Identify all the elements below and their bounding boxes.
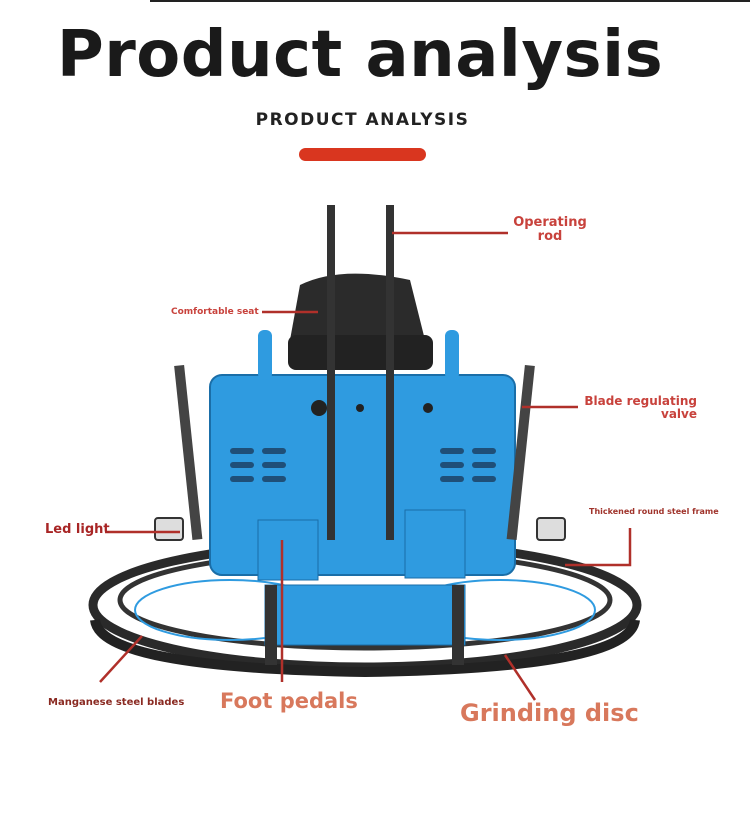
top-divider [150, 0, 750, 2]
right-operating-rod [386, 205, 394, 540]
page-subtitle: PRODUCT ANALYSIS [255, 110, 470, 130]
label-foot-pedals: Foot pedals [220, 689, 358, 713]
right-pedal [404, 509, 466, 579]
front-bumper [264, 584, 466, 646]
label-thickened-frame: Thickened round steel frame [589, 507, 719, 516]
left-valve-rod [174, 364, 203, 541]
left-pedal [257, 519, 319, 581]
right-valve-rod [506, 364, 535, 541]
left-operating-rod [327, 205, 335, 540]
label-led-light: Led light [45, 522, 110, 537]
label-blade-regulating-valve: Blade regulating valve [584, 394, 697, 421]
label-operating-rod: Operating rod [513, 215, 587, 244]
label-manganese-blades: Manganese steel blades [48, 697, 185, 708]
right-led-light [536, 517, 566, 541]
page-title: Product analysis [56, 18, 664, 92]
accent-bar [299, 148, 426, 161]
label-grinding-disc: Grinding disc [460, 699, 639, 727]
label-comfortable-seat: Comfortable seat [171, 307, 259, 317]
seat [290, 273, 425, 340]
left-led-light [154, 517, 184, 541]
